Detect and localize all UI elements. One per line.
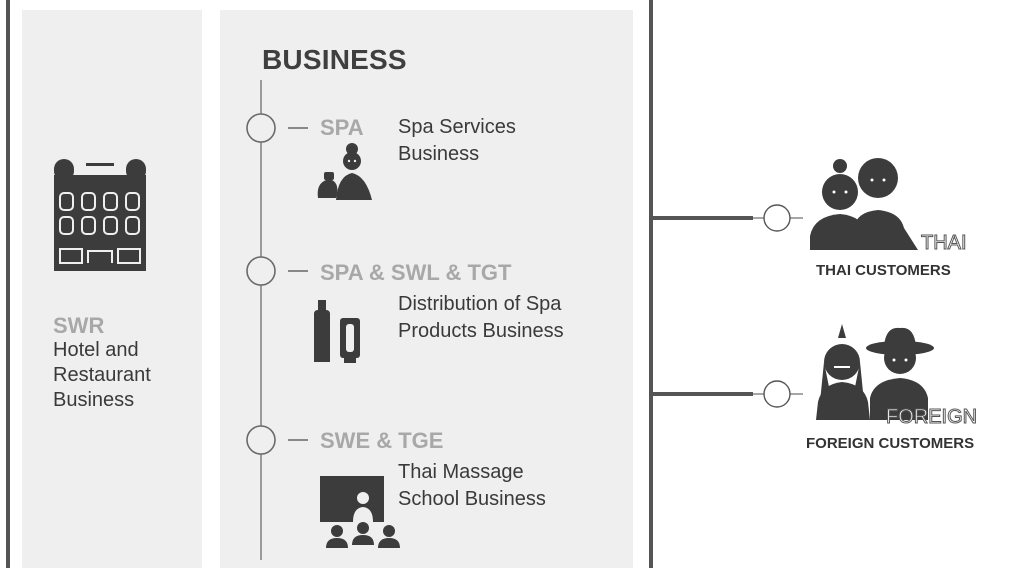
business-description: Thai Massage School Business bbox=[398, 459, 546, 513]
business-panel bbox=[220, 10, 633, 568]
spa-therapist-icon bbox=[317, 143, 372, 200]
spa-products-icon bbox=[314, 300, 360, 363]
swr-code: SWR bbox=[53, 313, 105, 338]
business-desc-line: Products Business bbox=[398, 320, 564, 342]
customer-label: THAI CUSTOMERS bbox=[816, 262, 951, 279]
customer-connector-thai bbox=[653, 204, 803, 232]
business-desc-line: Thai Massage bbox=[398, 461, 524, 483]
classroom-icon bbox=[320, 476, 400, 548]
customer-label: FOREIGN CUSTOMERS bbox=[806, 435, 975, 452]
business-desc-line: Distribution of Spa bbox=[398, 293, 562, 315]
business-description: Distribution of Spa Products Business bbox=[398, 291, 564, 345]
customer-connector-foreign bbox=[653, 380, 803, 408]
swr-desc-line: Business bbox=[53, 389, 135, 411]
hotel-building-icon bbox=[54, 159, 146, 271]
swr-desc-line: Restaurant bbox=[53, 364, 151, 386]
business-desc-line: Business bbox=[398, 143, 480, 165]
thai-customers-icon bbox=[810, 158, 918, 250]
customer-tag: THAI bbox=[921, 232, 968, 255]
left-divider bbox=[6, 0, 10, 568]
page-title: BUSINESS bbox=[262, 44, 407, 75]
swr-description: Hotel and Restaurant Business bbox=[53, 338, 151, 413]
foreign-customers-icon bbox=[816, 324, 934, 420]
business-code: SPA bbox=[320, 115, 364, 140]
business-code: SPA & SWL & TGT bbox=[320, 260, 512, 285]
business-code: SWE & TGE bbox=[320, 428, 444, 453]
business-description: Spa Services Business bbox=[398, 114, 516, 168]
right-divider bbox=[649, 0, 653, 568]
customer-tag: FOREIGN bbox=[885, 406, 978, 429]
swr-desc-line: Hotel and bbox=[53, 339, 139, 361]
business-desc-line: School Business bbox=[398, 488, 546, 510]
timeline-connector bbox=[246, 80, 308, 560]
business-desc-line: Spa Services bbox=[398, 116, 516, 138]
swr-panel bbox=[22, 10, 202, 568]
